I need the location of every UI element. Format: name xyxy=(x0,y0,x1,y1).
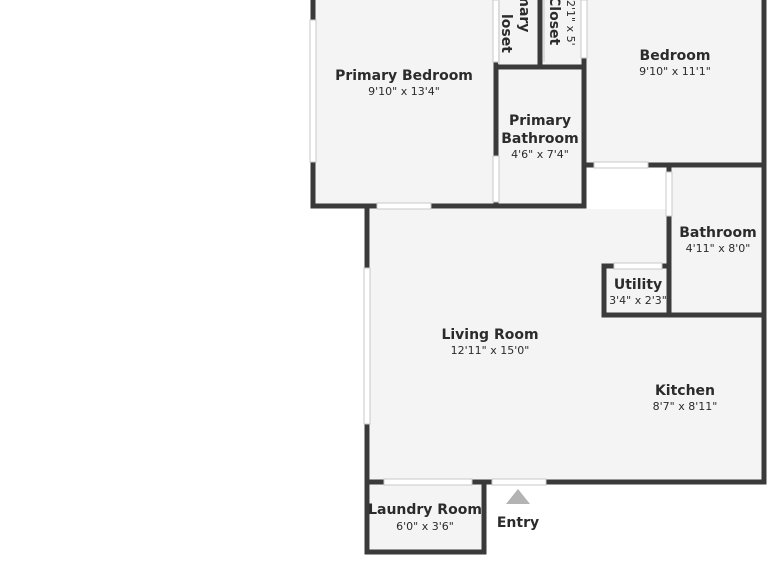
primary-bedroom-floor xyxy=(315,0,495,204)
laundry-room-dim: 6'0" x 3'6" xyxy=(396,520,454,533)
bathroom-dim: 4'11" x 8'0" xyxy=(686,242,751,255)
openings xyxy=(309,0,673,486)
primary-closet-inner-line xyxy=(498,0,500,64)
room-labels: imary loset Closet 2'1" x 5' Primary Bed… xyxy=(335,0,757,533)
primary-bathroom-floor xyxy=(495,70,583,204)
primary-closet-label: imary xyxy=(516,0,532,32)
triangle-up-icon xyxy=(506,489,530,504)
closet-floor xyxy=(542,0,586,65)
primary-bedroom-door xyxy=(376,202,432,210)
kitchen-dim: 8'7" x 8'11" xyxy=(653,400,718,413)
bathroom-label: Bathroom xyxy=(679,225,757,241)
living-room-label: Living Room xyxy=(441,327,538,343)
primary-bedroom-window xyxy=(309,19,317,163)
entry-marker: Entry xyxy=(497,489,539,531)
primary-closet-floor xyxy=(495,0,538,65)
utility-door xyxy=(613,262,663,270)
primary-bathroom-label-2: Bathroom xyxy=(501,131,579,147)
floor-areas xyxy=(315,0,762,550)
closet-dim: 2'1" x 5' xyxy=(564,0,577,46)
closet-label: Closet xyxy=(546,0,562,46)
laundry-room-label: Laundry Room xyxy=(368,502,482,518)
primary-closet-label-2: loset xyxy=(498,14,514,53)
laundry-door xyxy=(383,478,473,486)
entry-label: Entry xyxy=(497,515,539,531)
bedroom-dim: 9'10" x 11'1" xyxy=(639,65,711,78)
bedroom-door xyxy=(593,161,649,169)
primary-bedroom-label: Primary Bedroom xyxy=(335,68,473,84)
closet-door xyxy=(580,0,588,59)
primary-bedroom-dim: 9'10" x 13'4" xyxy=(368,85,440,98)
living-room-dim: 12'11" x 15'0" xyxy=(451,344,530,357)
living-kitchen-floor xyxy=(370,209,762,480)
utility-label: Utility xyxy=(614,277,662,293)
entry-door xyxy=(491,478,547,486)
primary-bathroom-label-1: Primary xyxy=(509,113,571,129)
bedroom-label: Bedroom xyxy=(640,48,711,64)
primary-bathroom-dim: 4'6" x 7'4" xyxy=(511,148,569,161)
laundry-room-floor xyxy=(370,484,482,550)
bedroom-floor xyxy=(586,0,762,163)
kitchen-label: Kitchen xyxy=(655,383,715,399)
utility-dim: 3'4" x 2'3" xyxy=(609,294,667,307)
closet-inner-line xyxy=(543,0,545,62)
living-room-window xyxy=(363,267,371,425)
primary-bathroom-door xyxy=(492,155,500,203)
bathroom-door xyxy=(665,171,673,217)
